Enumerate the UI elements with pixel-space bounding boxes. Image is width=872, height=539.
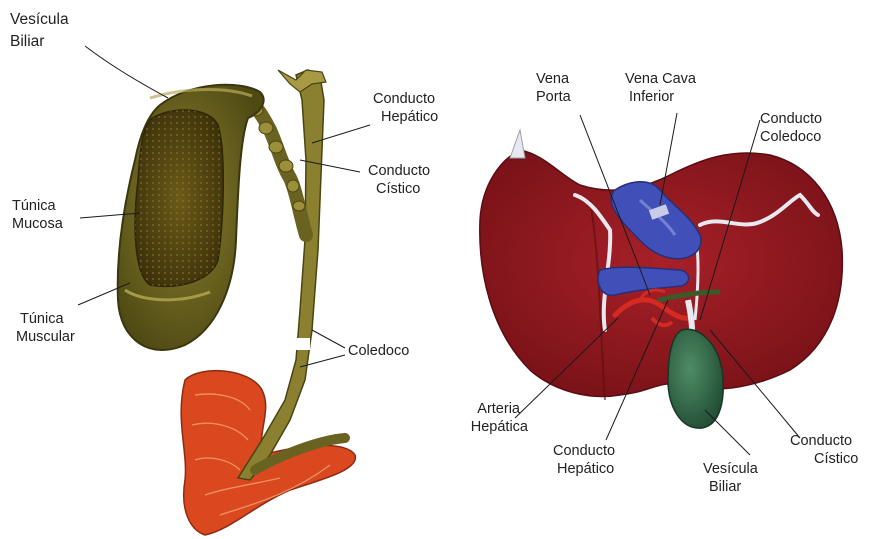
label-line: Mucosa — [12, 215, 63, 233]
label-vena-porta: Vena Porta — [536, 70, 571, 106]
label-line: Conducto — [373, 90, 438, 108]
label-line: Hepático — [553, 460, 615, 478]
label-line: Conducto — [760, 110, 822, 128]
label-line: Cístico — [368, 180, 430, 198]
label-vena-cava-inferior: Vena Cava Inferior — [625, 70, 696, 106]
label-line: Conducto — [790, 432, 858, 450]
label-line: Conducto — [553, 442, 615, 460]
leader-vesicula-right — [705, 410, 750, 455]
label-conducto-cistico-left: Conducto Cístico — [368, 162, 430, 198]
label-vesicula-biliar-left: Vesícula Biliar — [10, 9, 69, 53]
label-line: Cístico — [790, 450, 858, 468]
leader-vesicula-left — [85, 46, 168, 98]
label-line: Biliar — [703, 478, 758, 496]
label-line: Conducto — [368, 162, 430, 180]
leader-coledoco-1 — [312, 330, 345, 348]
label-conducto-hepatico-right: Conducto Hepático — [553, 442, 615, 478]
right-figure — [480, 113, 843, 455]
label-line: Porta — [536, 88, 571, 106]
label-tunica-mucosa: Túnica Mucosa — [12, 197, 63, 233]
label-line: Coledoco — [760, 128, 822, 146]
label-line: Vesícula — [703, 460, 758, 478]
label-line: Vena — [536, 70, 571, 88]
label-conducto-coledoco: Conducto Coledoco — [760, 110, 822, 146]
label-line: Hepática — [448, 418, 528, 436]
label-arteria-hepatica: Arteria Hepática — [448, 400, 528, 436]
label-tunica-muscular: Túnica Muscular — [16, 310, 75, 346]
label-line: Túnica — [16, 310, 75, 328]
label-line: Inferior — [625, 88, 696, 106]
label-conducto-cistico-right: Conducto Cístico — [790, 432, 858, 468]
label-line: Muscular — [16, 328, 75, 346]
label-line: Túnica — [12, 197, 63, 215]
label-line: Vena Cava — [625, 70, 696, 88]
label-line: Hepático — [373, 108, 438, 126]
label-vesicula-biliar-right: Vesícula Biliar — [703, 460, 758, 496]
label-line: Biliar — [10, 31, 69, 53]
left-figure — [78, 46, 370, 535]
label-line: Arteria — [448, 400, 528, 418]
label-coledoco-left: Coledoco — [348, 342, 409, 360]
label-conducto-hepatico-left: Conducto Hepático — [373, 90, 438, 126]
label-line: Vesícula — [10, 9, 69, 31]
